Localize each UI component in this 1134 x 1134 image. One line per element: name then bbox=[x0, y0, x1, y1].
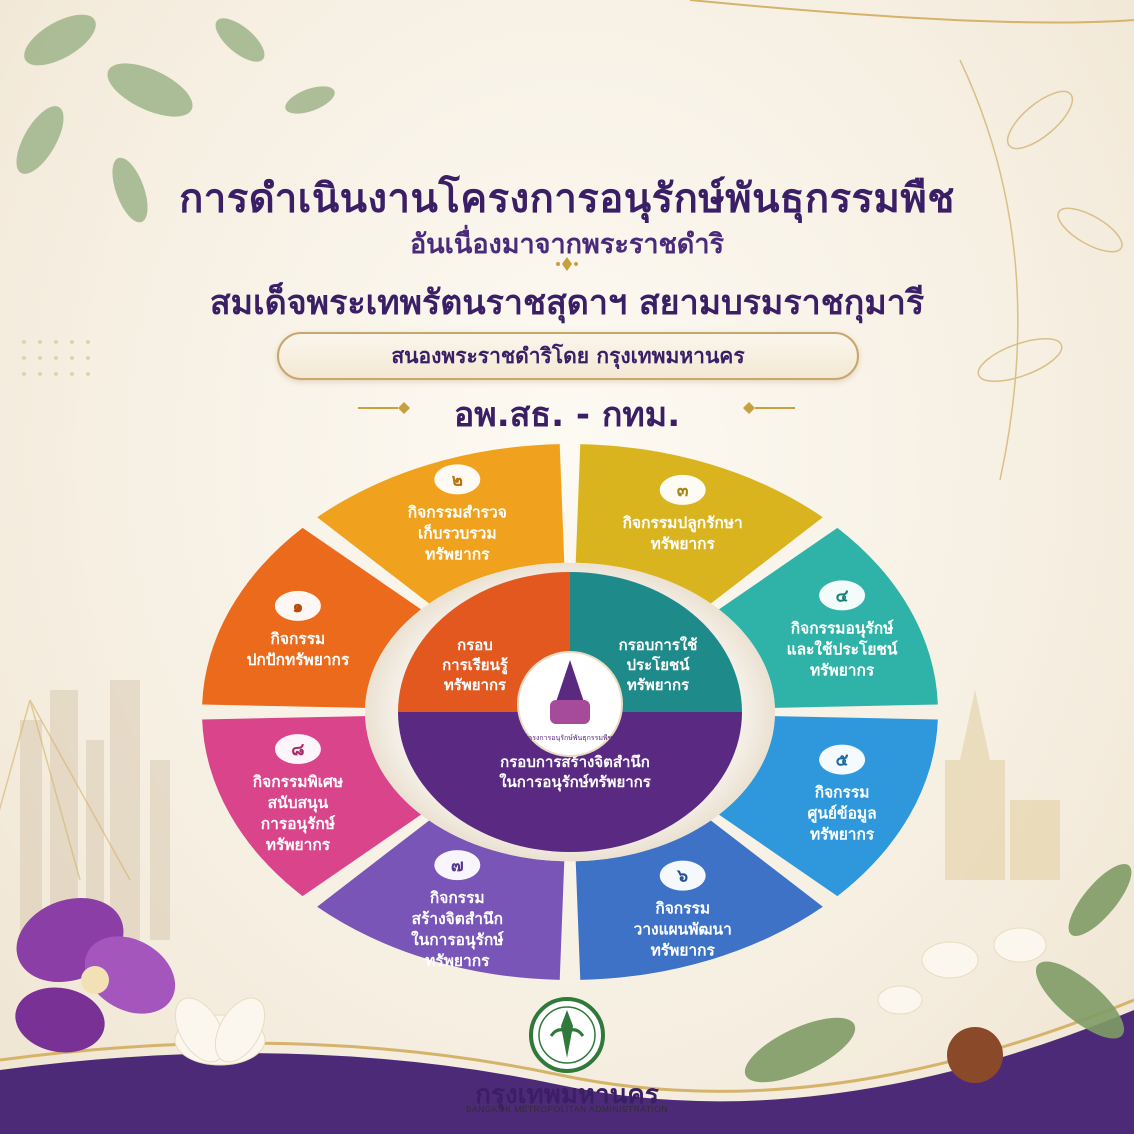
bridge-icon bbox=[0, 699, 131, 881]
core-label-line: ทรัพยากร bbox=[627, 676, 690, 694]
segment-label-line: เก็บรวบรวม bbox=[418, 522, 497, 542]
abbreviation: อพ.สธ. - กทม. bbox=[453, 395, 681, 435]
segment-label-line: การอนุรักษ์ bbox=[261, 815, 336, 834]
core-label-line: ประโยชน์ bbox=[627, 655, 691, 674]
segment-label-line: ทรัพยากร bbox=[266, 836, 331, 854]
segment-label-line: กิจกรรม bbox=[815, 784, 870, 802]
core-shape bbox=[398, 712, 742, 852]
segment-number-badge bbox=[434, 464, 481, 495]
royal-name: สมเด็จพระเทพรัตนราชสุดาฯ สยามบรมราชกุมาร… bbox=[209, 283, 925, 323]
outer-segments: ๓กิจกรรมปลูกรักษาทรัพยากร๔กิจกรรมอนุรักษ… bbox=[202, 444, 938, 980]
page-subtitle: อันเนื่องมาจากพระราชดำริ bbox=[409, 229, 725, 260]
segment-number-badge bbox=[819, 744, 866, 775]
gold-swoosh-top bbox=[689, 0, 1134, 24]
segment-shape bbox=[317, 820, 565, 980]
ornament-right-icon bbox=[743, 402, 795, 414]
segment-number-badge bbox=[274, 734, 321, 765]
core-awareness: กรอบการสร้างจิตสำนึกในการอนุรักษ์ทรัพยาก… bbox=[398, 712, 742, 852]
segment-shape bbox=[575, 820, 823, 980]
logo-caption: โครงการอนุรักษ์พันธุกรรมพืชฯ bbox=[524, 733, 617, 742]
segment-label-line: วางแผนพัฒนา bbox=[634, 921, 732, 939]
ornament-left-icon bbox=[358, 402, 410, 414]
segment-number: ๘ bbox=[291, 740, 304, 760]
segment-number-badge bbox=[274, 590, 321, 621]
center-logo: โครงการอนุรักษ์พันธุกรรมพืชฯ bbox=[517, 651, 623, 757]
banner: สนองพระราชดำริโดย กรุงเทพมหานคร bbox=[277, 332, 859, 380]
segment-label-line: กิจกรรมอนุรักษ์ bbox=[791, 619, 894, 638]
segment-shape bbox=[202, 716, 422, 897]
segment-label-line: ทรัพยากร bbox=[425, 545, 490, 563]
segment-label-line: ศูนย์ข้อมูล bbox=[808, 805, 877, 825]
seed-pod-icon bbox=[947, 1027, 1003, 1083]
segment-number: ๑ bbox=[293, 597, 304, 617]
ornament-icon bbox=[556, 257, 578, 271]
segment-label-line: ในการอนุรักษ์ bbox=[411, 930, 504, 950]
segment-5: ๗กิจกรรมสร้างจิตสำนึกในการอนุรักษ์ทรัพยา… bbox=[317, 820, 565, 980]
core-label-line: กรอบการสร้างจิตสำนึก bbox=[500, 753, 650, 771]
segment-label-line: สร้างจิตสำนึก bbox=[412, 910, 503, 928]
segment-number: ๗ bbox=[451, 856, 464, 876]
segment-label-line: ทรัพยากร bbox=[810, 826, 875, 844]
segment-label-line: กิจกรรมสำรวจ bbox=[408, 503, 507, 521]
segment-label-line: ทรัพยากร bbox=[651, 535, 716, 553]
segment-label-line: ทรัพยากร bbox=[810, 661, 875, 679]
white-flower-icon bbox=[174, 927, 1047, 1066]
segment-shape bbox=[317, 444, 565, 604]
segment-number-badge bbox=[434, 850, 481, 881]
org-name-english: BANGKOK METROPOLITAN ADMINISTRATION bbox=[465, 1104, 669, 1114]
segment-label-line: กิจกรรมปลูกรักษา bbox=[623, 514, 743, 534]
bma-logo-icon bbox=[529, 997, 605, 1073]
org-name: กรุงเทพมหานคร bbox=[475, 1080, 659, 1110]
purple-wave bbox=[0, 1010, 1134, 1134]
segment-label-line: และใช้ประโยชน์ bbox=[787, 639, 898, 658]
segment-number-badge bbox=[659, 860, 706, 891]
segment-label-line: กิจกรรม bbox=[655, 900, 710, 918]
segment-label-line: กิจกรรม bbox=[271, 630, 326, 648]
core-label-line: การเรียนรู้ bbox=[442, 656, 509, 675]
logo-spire-icon bbox=[556, 660, 584, 702]
segment-number: ๓ bbox=[677, 481, 689, 501]
segment-label-line: กิจกรรม bbox=[430, 889, 485, 907]
leaves-bottom-right-icon bbox=[744, 864, 1132, 1083]
core-label-line: ในการอนุรักษ์ทรัพยากร bbox=[499, 773, 652, 792]
segment-shape bbox=[718, 527, 938, 708]
segment-label-line: กิจกรรมพิเศษ bbox=[253, 773, 343, 791]
segment-number: ๖ bbox=[676, 867, 688, 887]
temple-icon bbox=[945, 690, 1060, 880]
segment-number: ๕ bbox=[836, 751, 849, 771]
line-leaves-right-icon bbox=[959, 59, 1123, 481]
segment-number: ๔ bbox=[836, 586, 849, 606]
segment-shape bbox=[718, 716, 938, 897]
leaves-top-left-icon bbox=[16, 14, 335, 223]
segment-label-line: ทรัพยากร bbox=[425, 952, 490, 970]
segment-shape bbox=[575, 444, 823, 604]
core-label-line: กรอบการใช้ bbox=[619, 636, 698, 654]
segment-number: ๒ bbox=[452, 470, 463, 490]
core-label-line: กรอบ bbox=[457, 636, 493, 654]
logo-emblem-icon bbox=[550, 700, 590, 724]
segment-label-line: ทรัพยากร bbox=[651, 942, 716, 960]
segment-number-badge bbox=[819, 580, 866, 611]
page-title: การดำเนินงานโครงการอนุรักษ์พันธุกรรมพืช bbox=[179, 176, 955, 222]
orchid-flower-icon bbox=[15, 897, 176, 1053]
segment-number-badge bbox=[659, 474, 706, 505]
segment-label-line: สนับสนุน bbox=[268, 794, 329, 813]
core-label-line: ทรัพยากร bbox=[444, 676, 507, 694]
segment-label-line: ปกปักทรัพยากร bbox=[247, 651, 350, 669]
segment-2: ๔กิจกรรมอนุรักษ์และใช้ประโยชน์ทรัพยากร bbox=[718, 527, 938, 708]
dot-pattern bbox=[22, 340, 90, 376]
abbreviation-row: อพ.สธ. - กทม. bbox=[0, 387, 1134, 435]
city-skyline-icon bbox=[20, 680, 170, 940]
